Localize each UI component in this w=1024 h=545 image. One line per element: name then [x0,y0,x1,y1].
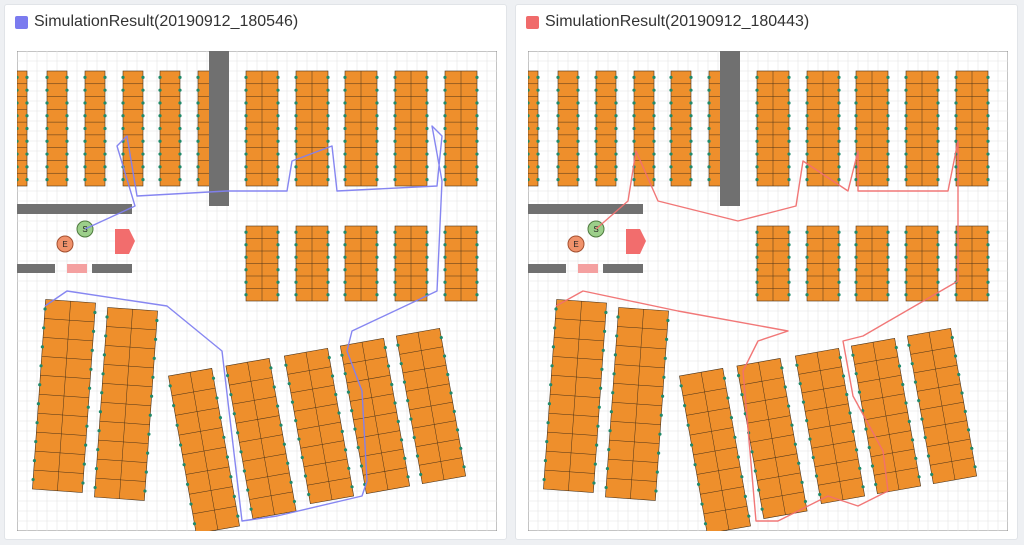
svg-text:S: S [82,225,87,234]
panel-title: SimulationResult(20190912_180443) [545,13,810,30]
shelf-block [45,70,69,187]
shelf-block [794,347,866,505]
shelf-block [393,225,429,302]
wall-top [17,204,132,214]
wall-bottom-right [603,264,643,273]
shelf-block [604,307,670,501]
series-color-swatch [526,15,539,29]
panel-title: SimulationResult(20190912_180546) [34,13,299,30]
route-path [44,125,443,522]
shelf-block [805,70,841,187]
warehouse-map[interactable]: SE [17,51,497,531]
dock-marker [115,229,135,254]
panel-header: SimulationResult(20190912_180546) [5,5,506,39]
shelf-block [755,225,791,302]
shelf-block [542,299,608,493]
shelf-block [528,70,540,187]
gate-marker [578,264,598,273]
shelf-block [158,70,182,187]
shelf-block [244,70,280,187]
route-path [555,140,959,522]
wall-bottom-right [92,264,132,273]
shelf-block [294,225,330,302]
shelf-block [393,70,429,187]
shelf-block [443,225,479,302]
shelf-block [443,70,479,187]
svg-text:S: S [593,225,598,234]
shelf-block [736,358,808,519]
series-color-swatch [15,15,28,29]
svg-text:E: E [573,240,578,249]
end-marker: E [56,235,74,253]
shelf-block [83,70,107,187]
shelf-block [168,368,240,531]
shelf-block [904,225,940,302]
shelf-block [854,70,890,187]
shelf-block [283,347,355,505]
shelf-block [556,70,580,187]
wall-pillar [209,51,229,206]
dock-marker [626,229,646,254]
shelf-block [669,70,693,187]
shelf-block [954,70,990,187]
shelf-block [294,70,330,187]
shelf-block [339,337,411,495]
shelf-block [395,327,467,485]
shelf-block [906,327,978,485]
wall-top [528,204,643,214]
panel-header: SimulationResult(20190912_180443) [516,5,1017,39]
shelf-block [755,70,791,187]
shelf-block [805,225,841,302]
shelf-block [343,70,379,187]
shelf-block [954,225,990,302]
shelf-block [93,307,159,501]
end-marker: E [567,235,585,253]
wall-pillar [720,51,740,206]
svg-text:E: E [62,240,67,249]
shelf-block [225,358,297,519]
walls [528,51,740,273]
shelf-block [121,70,145,187]
shelf-layer [528,70,990,531]
gate-marker [67,264,87,273]
shelf-block [594,70,618,187]
shelf-block [17,70,29,187]
shelf-block [854,225,890,302]
shelf-block [679,368,751,531]
shelf-block [904,70,940,187]
shelf-layer [17,70,479,531]
wall-bottom-left [528,264,566,273]
wall-bottom-left [17,264,55,273]
warehouse-map[interactable]: SE [528,51,1008,531]
shelf-block [31,299,97,493]
shelf-block [343,225,379,302]
shelf-block [850,337,922,495]
walls [17,51,229,273]
shelf-block [244,225,280,302]
